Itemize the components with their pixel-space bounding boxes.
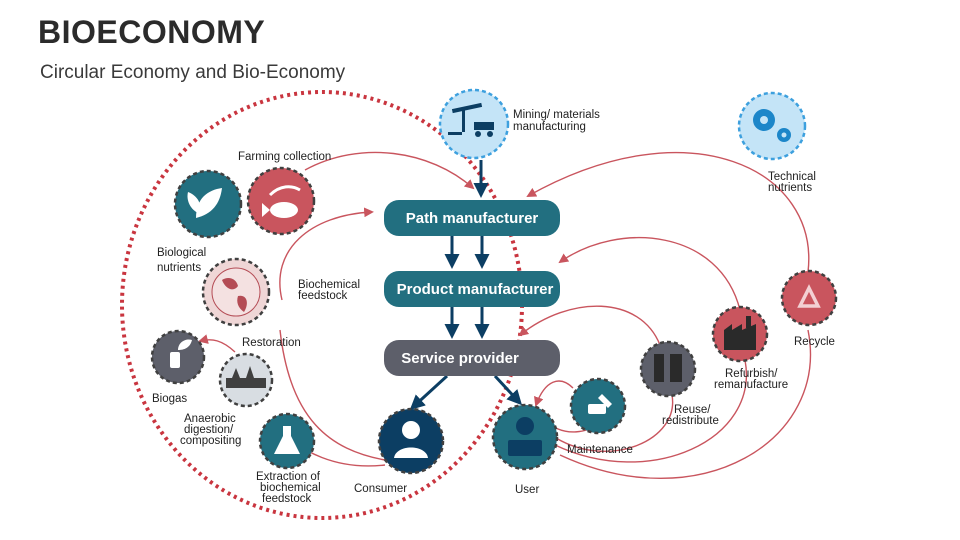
technical-nutrients-label-2: nutrients (768, 182, 812, 194)
fish-wheat-icon (262, 185, 301, 218)
shelves-icon (654, 354, 682, 382)
maintenance-label: Maintenance (567, 444, 633, 456)
arrow-reuse-to-service (518, 305, 661, 346)
arrow-anaerobic-to-biogas (198, 334, 236, 353)
biochemical-feedstock-label-2: feedstock (298, 290, 347, 302)
biological-nutrients-label-1: Biological (157, 247, 206, 259)
service-provider-box: Service provider (384, 340, 560, 376)
maintenance-node (569, 377, 627, 435)
anaerobic-node (218, 352, 274, 408)
anaerobic-label-1: Anaerobic (184, 413, 236, 425)
product-manufacturer-box: Product manufacturer (384, 271, 560, 307)
arrow-service-to-consumer (409, 374, 449, 411)
consumer-label: Consumer (354, 483, 407, 495)
biogas-label: Biogas (152, 393, 187, 405)
reuse-label-2: redistribute (662, 415, 719, 427)
arrow-farming-to-path (304, 151, 475, 190)
product-manufacturer-label: Product manufacturer (397, 281, 554, 298)
extraction-label-2: biochemical (260, 482, 321, 494)
factory-icon (724, 316, 756, 350)
user-node (491, 403, 559, 471)
biochemical-feedstock-label-1: Biochemical (298, 279, 360, 291)
anaerobic-label-3: compositing (180, 435, 241, 447)
anaerobic-label-2: digestion/ (184, 424, 234, 436)
farming-collection-node (246, 166, 316, 236)
consumer-node (377, 407, 445, 475)
recycle-icon (797, 284, 821, 308)
extraction-label-3: feedstock (262, 493, 311, 505)
path-manufacturer-box: Path manufacturer (384, 200, 560, 236)
reuse-node (639, 340, 697, 398)
wrench-hand-icon (588, 394, 612, 414)
restoration-node (201, 257, 271, 327)
flask-icon (274, 426, 300, 454)
battery-leaf-icon (170, 339, 192, 368)
extraction-node (258, 412, 316, 470)
refurbish-node (711, 305, 769, 363)
laptop-user-icon (508, 417, 542, 456)
refurbish-label-2: remanufacture (714, 379, 788, 391)
mining-label-1: Mining/ materials (513, 109, 600, 121)
service-provider-label: Service provider (401, 350, 519, 367)
farming-collection-label: Farming collection (238, 151, 331, 163)
arrow-refurbish-to-product (558, 237, 741, 311)
biological-nutrients-label-2: nutrients (157, 262, 201, 274)
technical-nutrients-node (737, 91, 807, 161)
loop-recycle-return (559, 329, 811, 480)
globe-icon (211, 267, 261, 317)
loop-refurbish-return (554, 359, 748, 463)
refurbish-label-1: Refurbish/ (725, 368, 778, 380)
mining-node (438, 88, 510, 160)
gears-icon (753, 109, 791, 142)
arrow-technical-to-path (526, 151, 810, 273)
restoration-label: Restoration (242, 337, 301, 349)
compost-icon (226, 366, 266, 388)
mining-label-2: manufacturing (513, 121, 586, 133)
extraction-label-1: Extraction of (256, 471, 321, 483)
arrow-maintenance-to-user (534, 380, 574, 407)
reuse-label-1: Reuse/ (674, 404, 711, 416)
biogas-node (150, 329, 206, 385)
loop-reuse-return (555, 394, 674, 453)
recycle-node (780, 269, 838, 327)
page-subtitle: Circular Economy and Bio-Economy (40, 62, 346, 83)
leaves-icon (187, 188, 222, 218)
person-icon (394, 421, 428, 458)
loop-consumer-return (279, 329, 386, 461)
technical-nutrients-label-1: Technical (768, 171, 816, 183)
page-title: BIOECONOMY (38, 14, 266, 50)
oil-pump-icon (448, 102, 494, 137)
arrow-service-to-user (493, 374, 523, 406)
arrow-biochem-to-path (279, 207, 374, 301)
user-label: User (515, 484, 539, 496)
recycle-label: Recycle (794, 336, 835, 348)
biological-nutrients-node (173, 169, 243, 239)
path-manufacturer-label: Path manufacturer (406, 210, 539, 227)
